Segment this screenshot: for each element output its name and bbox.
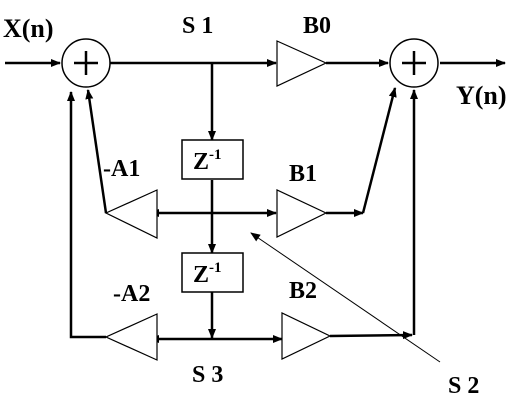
delay-box-2: Z-1 (181, 252, 244, 293)
a1-feedback-wire (85, 89, 108, 214)
output-label: Y(n) (456, 81, 507, 110)
s3-label: S 3 (192, 362, 223, 388)
s1-label: S 1 (182, 13, 213, 39)
left-adder (61, 38, 111, 88)
b2-out-wire (329, 331, 413, 340)
svg-text:Z-1: Z-1 (193, 147, 222, 175)
delay-2-exp: -1 (209, 260, 222, 276)
b0-gain (276, 40, 328, 87)
svg-text:Z-1: Z-1 (193, 260, 222, 288)
s2-label: S 2 (448, 373, 479, 399)
b0-label: B0 (303, 13, 331, 39)
delay-box-1: Z-1 (181, 139, 244, 180)
a1-label: -A1 (103, 156, 140, 182)
delay-2-base: Z (193, 262, 209, 288)
b2-label: B2 (289, 278, 317, 304)
delay-1-base: Z (193, 149, 209, 175)
b1-gain (276, 189, 328, 238)
b1-label: B1 (289, 161, 317, 187)
a2-gain (104, 313, 158, 361)
b2-gain (281, 312, 332, 360)
a2-feedback-wire (67, 91, 106, 339)
right-adder (389, 38, 439, 88)
delay-1-exp: -1 (209, 147, 222, 163)
s2-pointer-line (250, 232, 441, 363)
a2-label: -A2 (113, 281, 150, 307)
b1-to-adder-wire (361, 87, 397, 214)
input-label: X(n) (3, 14, 54, 43)
a1-gain (104, 189, 158, 239)
